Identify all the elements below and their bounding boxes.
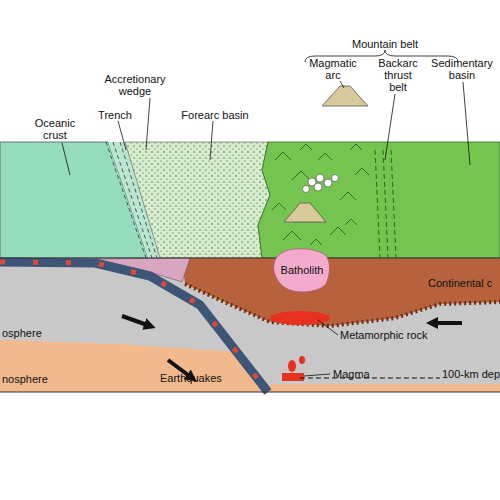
part-label: Magma [333,368,370,380]
leader-line [318,320,338,335]
leader-line [118,121,126,150]
node-body: Batholith [270,246,334,294]
leader-line [146,98,150,150]
continental-crust [182,258,500,326]
thrust-lines [375,150,396,258]
mountain-sketch [272,144,369,245]
magma-blob [288,360,296,372]
part-label: Mountain belt [340,38,430,50]
leader-line [210,121,213,160]
magma-blob [282,373,304,381]
boulder [314,183,322,191]
part-label: Sedimentary basin [427,57,497,81]
part-label: 100-km dep [442,368,500,380]
rock-label: Batholith [281,264,324,276]
part-label: Magmatic arc [306,57,361,81]
part-label: nosphere [2,373,48,385]
subducting-slab [0,262,268,392]
motion-arrow [432,321,462,325]
leader-line [385,94,395,160]
crust-base [185,284,500,326]
boulder [303,186,310,193]
part-label: Forearc basin [170,109,260,121]
metamorphic-lens [270,311,330,325]
block-edge [0,258,500,259]
volcano [284,203,326,222]
boulder [324,179,332,187]
volcano [322,86,368,106]
mountain-surface [258,142,500,258]
part-label: Earthquakes [160,372,222,384]
earthquake-marks [0,262,268,392]
leader-line [463,82,470,165]
part-label: Metamorphic rock [340,329,427,341]
leader-line [304,374,330,376]
part-label: Backarc thrust belt [374,57,422,93]
block-edge [0,392,500,393]
mantle [0,258,500,392]
magma-blob [299,356,305,364]
boulder [332,175,339,182]
leader-line [340,81,344,88]
depth-line [300,378,440,379]
part-label: Accretionary wedge [95,73,175,97]
batholith-shape [274,249,330,292]
part-label: Trench [90,109,140,121]
part-label: Continental c [428,277,492,289]
motion-arrow [122,316,150,326]
part-label: Oceanic crust [25,117,85,141]
forearc-surface [125,142,270,258]
asthenosphere-strip [270,384,500,392]
leader-line [62,143,70,175]
part-label: osphere [2,327,42,339]
rock-body: Batholith [270,246,334,294]
boulder [316,174,324,182]
